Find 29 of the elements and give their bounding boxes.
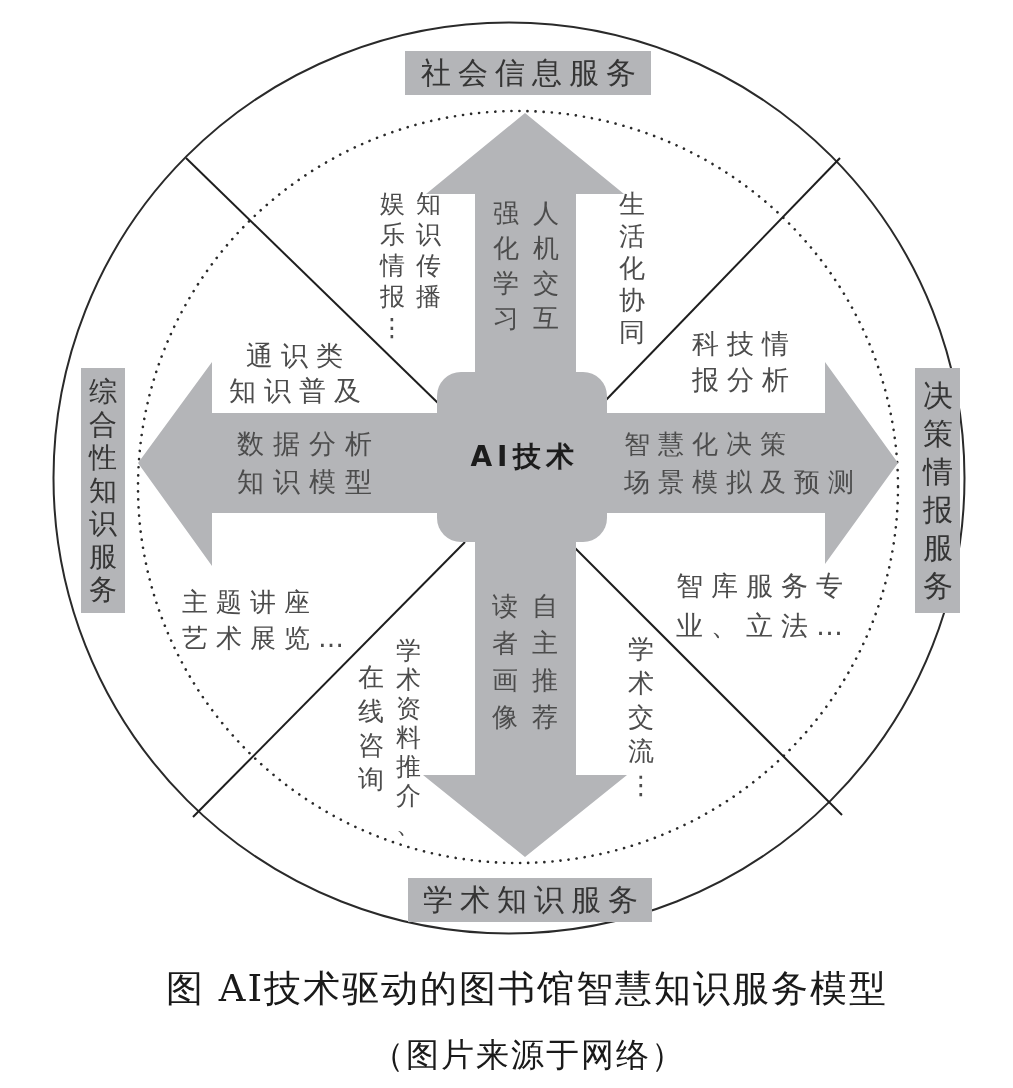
arrow-label: 人机交互 — [533, 197, 559, 335]
arrow-label: 知识模型 — [237, 466, 381, 498]
figure-caption: 图 AI技术驱动的图书馆智慧知识服务模型 — [164, 966, 889, 1012]
sector-text: 学术交流⋮ — [628, 633, 654, 802]
sector-text: 智库服务专业、立法… — [676, 569, 852, 643]
outer-circle — [52, 21, 966, 935]
arrow-label: 强化学习 — [493, 197, 519, 335]
arrow-label: 场景模拟及预测 — [624, 466, 862, 498]
service-label: 综合性知识服务 — [81, 368, 125, 613]
sector-text: 通识类知识普及 — [229, 339, 370, 408]
block-arrow — [604, 362, 898, 564]
arrow-label: 智慧化决策 — [624, 428, 794, 460]
block-arrow — [423, 540, 627, 857]
sector-text: 学术资料推介、 — [395, 636, 421, 839]
sector-text: 生活化协同 — [619, 188, 645, 348]
source-note: （图片来源于网络） — [369, 1034, 686, 1076]
service-label: 决策情报服务 — [915, 368, 960, 613]
sector-text: 艺术展览… — [182, 622, 352, 654]
sector-text: 在线咨询 — [358, 661, 384, 796]
core-block: AI技术 — [437, 372, 607, 542]
arrow-label: 数据分析 — [237, 428, 381, 460]
arrow-label: 自主推荐 — [532, 590, 558, 734]
sector-text: 科技情报分析 — [692, 327, 798, 397]
sector-text: 娱乐情报⋮ — [379, 188, 405, 343]
service-label: 学术知识服务 — [408, 878, 652, 922]
service-label: 社会信息服务 — [405, 51, 651, 95]
sector-text: 主题讲座 — [182, 586, 318, 618]
arrow-label: 读者画像 — [492, 590, 518, 734]
sector-text: 知识传播 — [415, 188, 441, 312]
